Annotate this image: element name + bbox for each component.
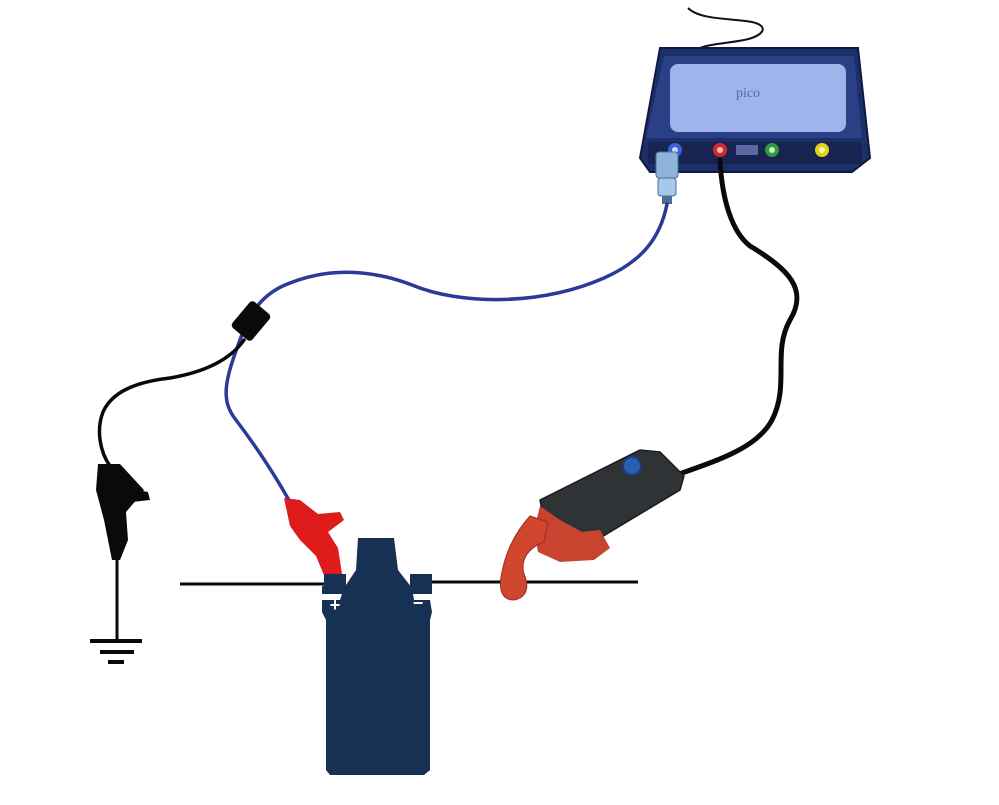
channel-b-connector[interactable]	[713, 143, 727, 157]
usb-cable	[687, 7, 764, 53]
clamp-jaw	[500, 515, 549, 601]
positive-terminal	[324, 574, 346, 586]
current-clamp	[500, 449, 685, 601]
channel-c-connector[interactable]	[765, 143, 779, 157]
ground-clip	[96, 464, 150, 560]
ground-lead-ferrite	[231, 301, 271, 341]
channel-d-connector[interactable]	[815, 143, 829, 157]
battery: + −	[322, 538, 432, 775]
voltage-probe-bnc	[655, 151, 679, 204]
negative-terminal	[410, 574, 432, 586]
ground-icon	[90, 639, 142, 664]
voltage-lead	[224, 202, 669, 504]
ground-lead	[97, 338, 246, 468]
oscilloscope-screen	[670, 64, 846, 132]
brand-logo: pico	[736, 86, 760, 101]
negative-symbol: −	[413, 593, 424, 613]
current-probe-lead	[665, 157, 800, 481]
clamp-zero-button[interactable]	[622, 456, 642, 476]
positive-symbol: +	[330, 595, 341, 615]
oscilloscope: pico	[638, 47, 872, 173]
